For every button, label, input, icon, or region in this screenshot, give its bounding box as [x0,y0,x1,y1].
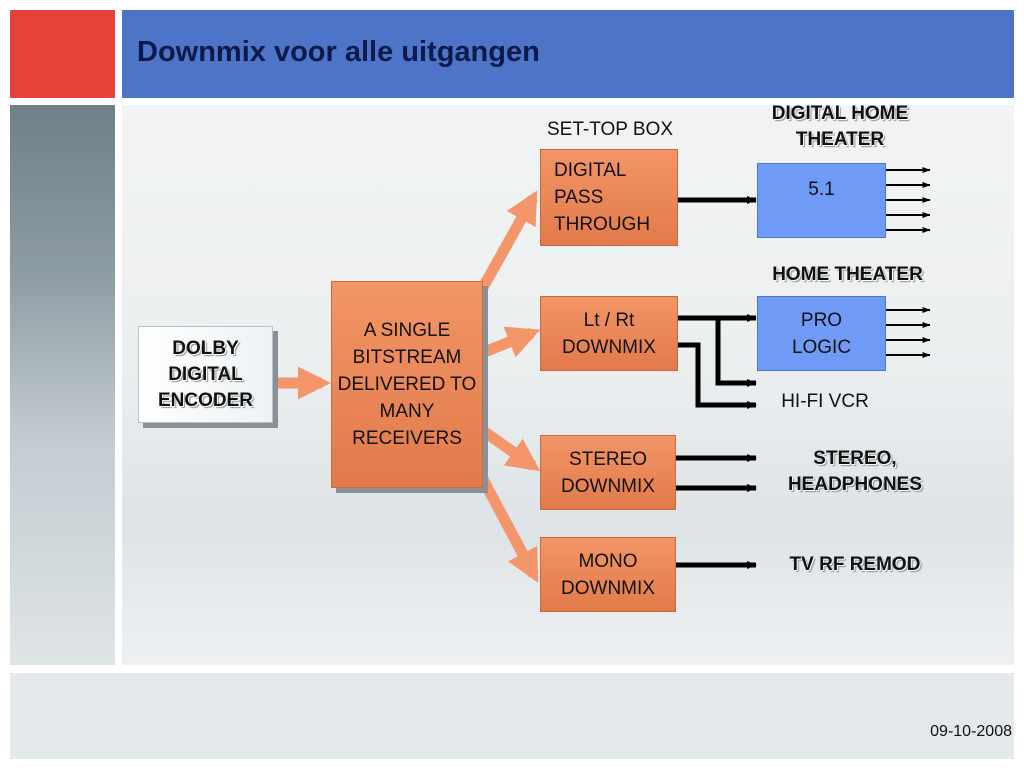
lt-rt-downmix-box: Lt / Rt DOWNMIX [540,296,678,371]
speaker-outputs-51 [885,167,931,233]
side-photo [10,105,115,665]
footer-bar [10,673,1014,759]
five-one-box: 5.1 [757,163,886,238]
bitstream-to-passthrough-arrow [471,190,538,303]
bitstream-label: A SINGLE BITSTREAM DELIVERED TO MANY REC… [337,320,477,449]
speaker-outputs-prologic [885,307,931,358]
bitstream-to-stereo-arrow [478,425,541,472]
hifi-vcr-label: HI-FI VCR [781,391,869,412]
bitstream-to-ltrt-arrow [479,326,541,359]
digital-home-theater-label: DIGITAL HOME THEATER [771,103,909,150]
stereo-downmix-box: STEREO DOWNMIX [540,435,676,510]
set-top-box-label: SET-TOP BOX [546,119,673,140]
tv-rf-remod-label: TV RF REMOD [789,554,921,575]
black-arrows [676,196,757,569]
bitstream-box: A SINGLE BITSTREAM DELIVERED TO MANY REC… [331,281,483,488]
pro-logic-box: PRO LOGIC [757,296,886,371]
bitstream-to-mono-arrow [473,467,539,583]
digital-pass-through-box: DIGITAL PASS THROUGH [540,149,678,246]
title-bar [122,10,1014,98]
lt-rt-downmix-label: Lt / Rt DOWNMIX [562,309,656,358]
home-theater-label: HOME THEATER [772,264,923,285]
orange-arrows [271,190,541,583]
accent-square [10,10,115,98]
pro-logic-label: PRO LOGIC [791,309,852,358]
mono-downmix-box: MONO DOWNMIX [540,537,676,612]
slide-title: Downmix voor alle uitgangen [137,36,540,68]
encoder-label: DOLBY DIGITAL ENCODER [157,337,253,411]
ltrt-branch-arrow [715,318,757,387]
stereo-headphones-label: STEREO, HEADPHONES [787,448,923,495]
footer-date: 09-10-2008 [930,723,1012,740]
five-one-label: 5.1 [808,179,835,200]
ltrt-to-hifi-arrow [676,342,757,409]
mono-downmix-label: MONO DOWNMIX [561,550,655,599]
stereo-downmix-label: STEREO DOWNMIX [561,448,655,497]
dolby-digital-encoder-box: DOLBY DIGITAL ENCODER [138,326,273,423]
digital-pass-through-label: DIGITAL PASS THROUGH [554,160,651,235]
